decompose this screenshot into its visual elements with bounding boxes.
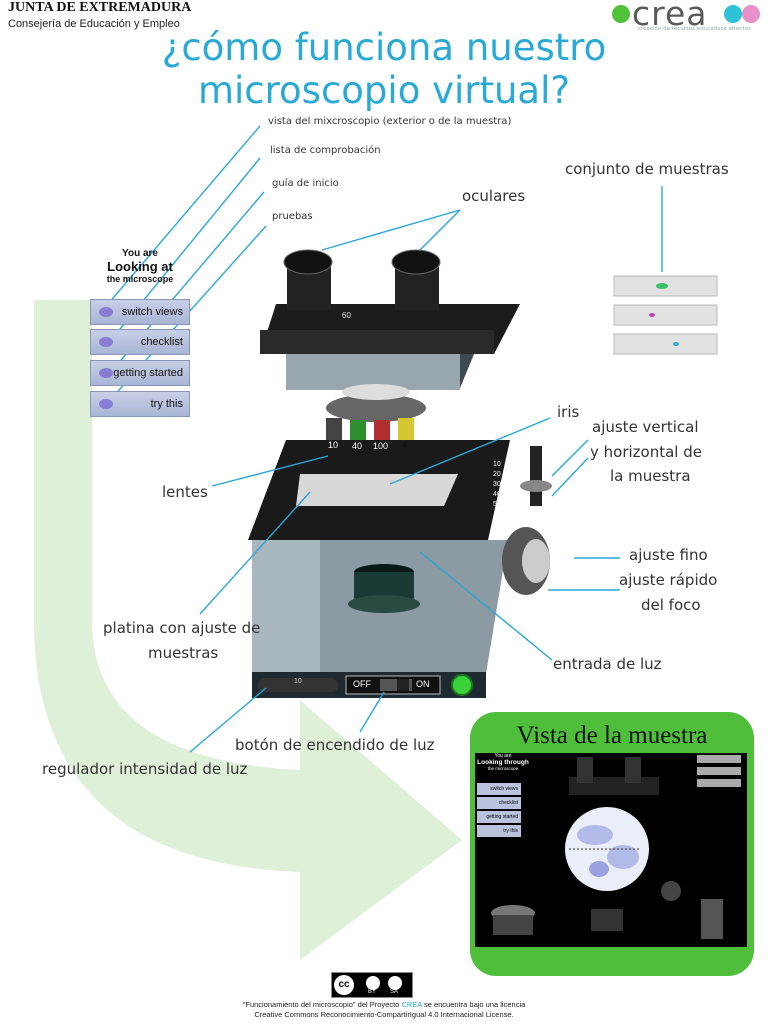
cyan-dot-icon xyxy=(724,5,742,23)
vista-screen: You are Looking through the microscope s… xyxy=(475,753,747,947)
label-guia: guía de inicio xyxy=(272,178,339,189)
vista-checklist-button[interactable]: checklist xyxy=(477,797,521,809)
page-title-line1: ¿cómo funciona nuestro xyxy=(161,26,607,69)
label-lista: lista de comprobación xyxy=(270,145,381,156)
leader-vista xyxy=(107,125,261,305)
dial-value: 10 xyxy=(294,678,302,685)
vista-you-are: You are xyxy=(494,753,512,759)
cell-icon xyxy=(99,337,113,347)
footer-text-a: "Funcionamiento del microscopio" del Pro… xyxy=(242,1000,402,1009)
label-vertical-1: ajuste vertical xyxy=(592,418,699,436)
checklist-button[interactable]: checklist xyxy=(90,329,190,355)
page-title-line2: microscopio virtual? xyxy=(197,69,571,112)
cell-icon xyxy=(99,399,113,409)
sa-icon xyxy=(388,976,402,990)
label-platina-1: platina con ajuste de xyxy=(103,619,261,637)
button-label: checklist xyxy=(140,336,183,348)
label-entrada: entrada de luz xyxy=(553,655,662,673)
microscope-illustration xyxy=(248,249,552,698)
label-pruebas: pruebas xyxy=(272,211,313,222)
leader-platina xyxy=(199,491,311,615)
crea-logo: crea creación de recursos educativos abi… xyxy=(612,0,762,40)
label-vertical-2: y horizontal de xyxy=(590,443,702,461)
org-name: JUNTA DE EXTREMADURA xyxy=(8,0,192,15)
leader-vertical-2 xyxy=(551,457,589,497)
leader-regulador xyxy=(189,687,267,753)
objective-10: 10 xyxy=(328,440,339,450)
flow-arrow xyxy=(34,300,462,960)
leader-entrada xyxy=(419,551,553,661)
footer-line1: "Funcionamiento del microscopio" del Pro… xyxy=(150,1000,618,1009)
switch-views-button[interactable]: switch views xyxy=(90,299,190,325)
cc-by-label: BY xyxy=(368,989,377,995)
crea-link[interactable]: CREA xyxy=(401,1000,422,1009)
sample-slides xyxy=(613,275,718,355)
objective-4: 4 xyxy=(402,440,408,450)
label-fino: ajuste fino xyxy=(629,546,708,564)
label-boton: botón de encendido de luz xyxy=(235,736,435,754)
label-rapido-1: ajuste rápido xyxy=(619,571,718,589)
vista-the-microscope: the microscope xyxy=(487,766,519,771)
leader-ocular-left xyxy=(321,209,461,251)
button-label: switch views xyxy=(121,306,183,318)
try-this-button[interactable]: try this xyxy=(90,391,190,417)
leader-ocular-right xyxy=(419,209,461,251)
label-rapido-2: del foco xyxy=(641,596,701,614)
cc-icon: cc xyxy=(334,975,354,995)
leader-boton xyxy=(359,691,385,733)
green-dot-icon xyxy=(612,5,630,23)
label-vertical-3: la muestra xyxy=(610,467,691,485)
switch-off-label: OFF xyxy=(353,679,371,689)
cell-icon xyxy=(99,307,113,317)
label-vista: vista del mixcroscopio (exterior o de la… xyxy=(268,116,512,127)
label-conjunto: conjunto de muestras xyxy=(565,160,729,178)
vista-title: Vista de la muestra xyxy=(516,722,708,749)
label-iris: iris xyxy=(557,403,580,421)
you-are-text: You are xyxy=(122,248,158,259)
looking-at-text: Looking at xyxy=(107,259,173,274)
vista-looking-through: Looking through xyxy=(477,759,529,766)
you-are-panel: You are Looking at the microscope xyxy=(90,248,190,284)
cell-icon xyxy=(99,368,113,378)
objective-100: 100 xyxy=(373,441,389,451)
switch-on-label: ON xyxy=(416,679,430,689)
org-subtitle: Consejería de Educación y Empleo xyxy=(8,18,180,30)
pink-dot-icon xyxy=(742,5,760,23)
the-microscope-text: the microscope xyxy=(106,274,174,284)
cc-sa-label: SA xyxy=(390,989,399,995)
button-label: try this xyxy=(150,398,183,410)
footer-text-b: se encuentra bajo una licencia xyxy=(421,1000,526,1009)
vista-try-this-button[interactable]: try this xyxy=(477,825,521,837)
vista-illustration xyxy=(491,755,741,939)
logo-tagline: creación de recursos educativos abiertos xyxy=(638,26,751,32)
objective-40: 40 xyxy=(352,441,363,451)
leader-lentes xyxy=(211,455,329,487)
cc-license-badge[interactable]: cc BY SA xyxy=(331,972,413,998)
scale-value: 60 xyxy=(342,311,351,320)
label-platina-2: muestras xyxy=(148,644,219,662)
leader-vertical-1 xyxy=(551,439,589,477)
footer-line2: Creative Commons Reconocimiento-Comparti… xyxy=(254,1010,514,1019)
label-regulador: regulador intensidad de luz xyxy=(42,760,248,778)
logo-word: crea xyxy=(632,0,708,33)
label-oculares: oculares xyxy=(462,187,526,205)
leader-iris xyxy=(389,417,551,485)
vista-switch-views-button[interactable]: switch views xyxy=(477,783,521,795)
vista-getting-started-button[interactable]: getting started xyxy=(477,811,521,823)
label-lentes: lentes xyxy=(162,483,208,501)
getting-started-button[interactable]: getting started xyxy=(90,360,190,386)
by-icon xyxy=(366,976,380,990)
button-label: getting started xyxy=(113,367,183,379)
